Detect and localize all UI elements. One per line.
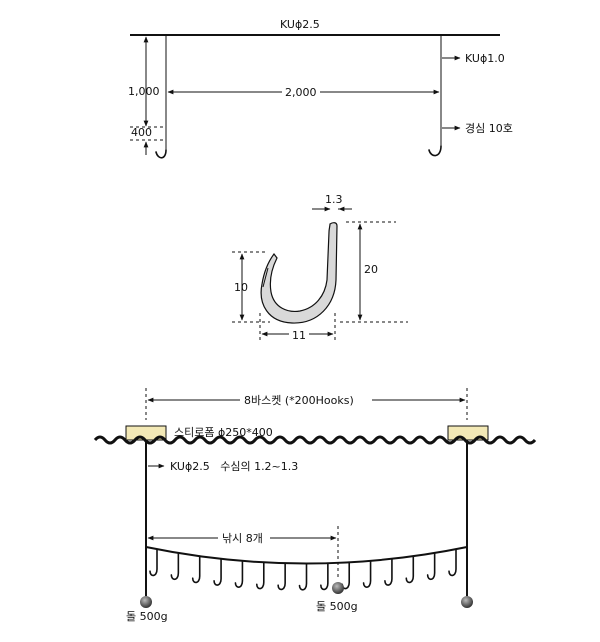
stone-left-label: 돌 500g (126, 610, 168, 623)
stone-right (461, 596, 473, 608)
top-diagram: KUϕ2.5 KUϕ1.0 경심 10호 1,000 400 2,000 (128, 18, 513, 159)
hook-icon-left (155, 149, 167, 159)
longline-mainline (145, 546, 468, 565)
stone-mid-label: 돌 500g (316, 600, 358, 613)
hook-detail: 1.3 20 10 11 (232, 193, 408, 342)
mainline-label: KUϕ2.5 (280, 18, 320, 31)
branch-hooks (149, 548, 457, 591)
dim-width-label: 11 (292, 329, 306, 342)
hook-detail-icon (260, 222, 338, 324)
hook-icon-right (428, 145, 442, 157)
stone-mid (332, 582, 344, 594)
branch-hook-icon (384, 558, 393, 586)
line-label: KUϕ2.5 수심의 1.2~1.3 (170, 460, 298, 473)
branch-hook-icon (362, 560, 372, 588)
hook-label: 경심 10호 (465, 122, 513, 135)
branch-hook-icon (255, 561, 265, 590)
branch-hook-icon (405, 555, 415, 584)
dim-left-label: 10 (234, 281, 248, 294)
branch-hook-icon (341, 561, 351, 590)
basket-label: 8바스켓 (*200Hooks) (244, 394, 354, 407)
branch-hook-icon (149, 548, 158, 577)
branch-label: KUϕ1.0 (465, 52, 505, 65)
dim-vertical-label: 1,000 (128, 85, 160, 98)
branch-hook-icon (234, 560, 244, 588)
stone-left (140, 596, 152, 608)
dim-hook-label: 400 (131, 126, 152, 139)
branch-hook-icon (170, 552, 180, 581)
branch-hook-icon (298, 562, 308, 591)
branch-hook-icon (320, 562, 329, 591)
dim-gap-label: 1.3 (325, 193, 343, 206)
dim-height-label: 20 (364, 263, 378, 276)
dim-span-label: 2,000 (285, 86, 317, 99)
branch-hook-icon (213, 558, 222, 586)
bottom-diagram: 8바스켓 (*200Hooks) 스티로폼 ϕ250*400 KUϕ2.5 수심… (93, 388, 537, 623)
branch-hook-icon (191, 555, 201, 584)
branch-hook-icon (277, 562, 286, 591)
branch-hook-icon (426, 552, 436, 581)
sea-surface (93, 435, 537, 445)
hooks-label: 낚시 8개 (222, 532, 263, 545)
branch-hook-icon (448, 548, 457, 577)
